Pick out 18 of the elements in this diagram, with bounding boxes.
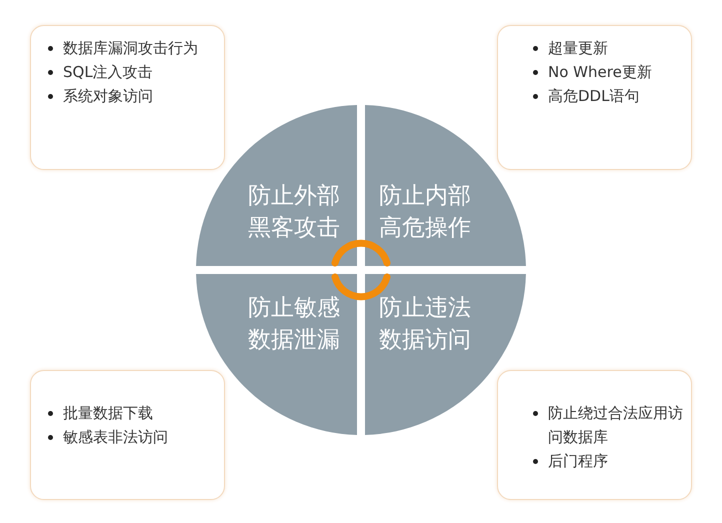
list-item: 敏感表非法访问 bbox=[63, 428, 168, 446]
quadrant-title: 防止外部黑客攻击 bbox=[247, 182, 341, 243]
list-item: 批量数据下载 bbox=[63, 404, 153, 422]
quadrant-title: 防止违法数据访问 bbox=[378, 294, 472, 355]
quadrant-title: 防止内部高危操作 bbox=[378, 182, 472, 243]
list-item: No Where更新 bbox=[548, 63, 652, 81]
note-card bbox=[30, 370, 225, 500]
note-card bbox=[30, 25, 225, 170]
list-item: 防止绕过合法应用访问数据库 bbox=[548, 404, 683, 446]
list-item: 高危DDL语句 bbox=[548, 87, 640, 105]
list-item: 数据库漏洞攻击行为 bbox=[63, 39, 198, 57]
list-item: 超量更新 bbox=[548, 39, 608, 57]
note-card bbox=[497, 370, 692, 500]
list-item: 系统对象访问 bbox=[63, 87, 153, 105]
list-item: 后门程序 bbox=[548, 452, 608, 470]
note-card bbox=[497, 25, 692, 170]
quadrant-title: 防止敏感数据泄漏 bbox=[247, 294, 341, 355]
list-item: SQL注入攻击 bbox=[63, 63, 153, 81]
